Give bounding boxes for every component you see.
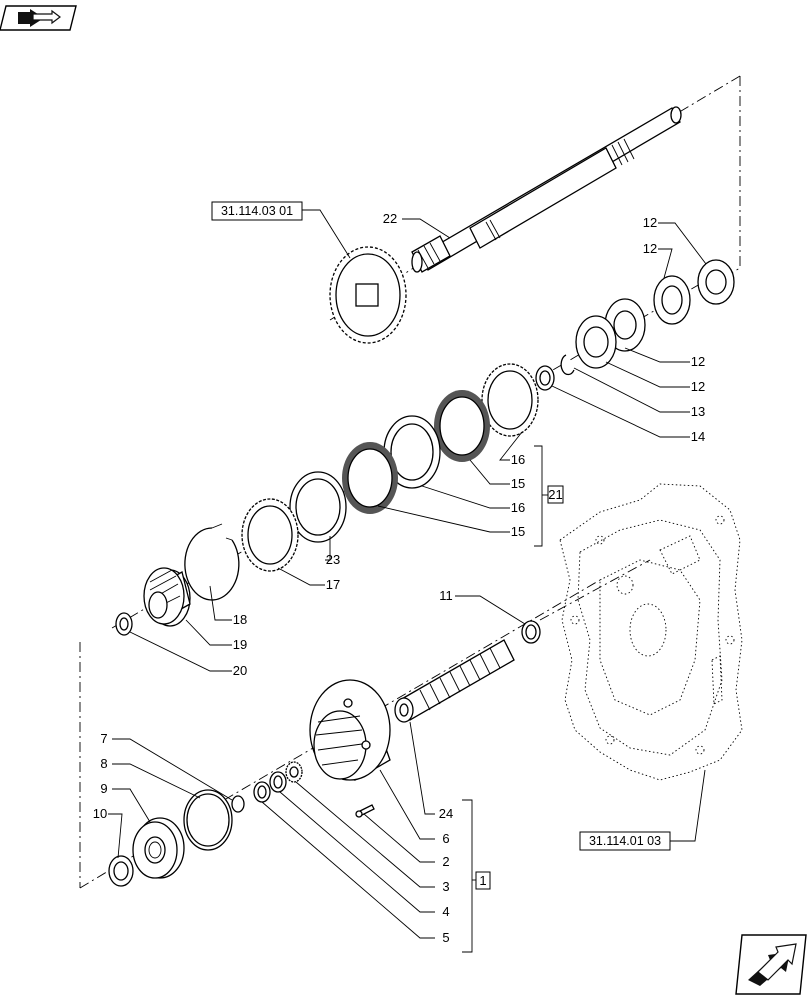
disc-16-b: [383, 415, 441, 489]
snap-ring-13: [560, 354, 575, 376]
disc-15-a: [434, 390, 490, 462]
callout-16-b: 16: [511, 500, 525, 515]
shaft-24: [394, 639, 515, 723]
callout-14: 14: [691, 429, 705, 444]
back-arrow-button[interactable]: [0, 5, 77, 31]
callout-10: 10: [93, 806, 107, 821]
callout-15-b: 15: [511, 524, 525, 539]
callout-8: 8: [100, 756, 107, 771]
ring-8: [183, 789, 233, 851]
callout-1-box[interactable]: 1: [475, 871, 491, 890]
callout-3: 3: [442, 879, 449, 894]
group-bracket-21: [534, 445, 548, 547]
gear-ref-top: [329, 246, 407, 344]
callout-19: 19: [233, 637, 247, 652]
callout-5: 5: [442, 930, 449, 945]
callout-2: 2: [442, 854, 449, 869]
snap-ring-7: [231, 795, 245, 813]
pin-2: [355, 804, 375, 818]
hub-19: [143, 567, 191, 627]
callout-12-b: 12: [643, 241, 657, 256]
next-arrow-icon: [748, 943, 797, 986]
next-arrow-button[interactable]: [735, 934, 807, 995]
drum-6: [309, 679, 391, 781]
ring-5: [253, 781, 271, 803]
washer-12-b: [653, 275, 691, 325]
disc-17: [241, 498, 299, 572]
callout-24: 24: [439, 806, 453, 821]
disc-15-b: [342, 442, 398, 514]
callout-labels: 22 12 12 12 12 13 14 16 15 16 15 23 17 1…: [93, 211, 705, 945]
callout-1: 1: [479, 873, 486, 888]
reference-housing-label: 31.114.01 03: [589, 834, 661, 848]
disc-16-a: [481, 363, 539, 437]
reference-housing-box[interactable]: 31.114.01 03: [579, 831, 671, 851]
callout-15-a: 15: [511, 476, 525, 491]
callout-12-a: 12: [643, 215, 657, 230]
ring-10: [108, 855, 134, 887]
ring-4: [269, 771, 287, 793]
leader-lines: [108, 209, 707, 939]
housing-ref: [559, 483, 743, 781]
washer-12-d: [575, 315, 617, 369]
callout-17: 17: [326, 577, 340, 592]
washer-12-a: [697, 259, 735, 305]
circlip-18: [184, 523, 240, 601]
callout-6: 6: [442, 831, 449, 846]
shaft-22: [411, 106, 682, 273]
reference-top-label: 31.114.03 01: [221, 204, 293, 218]
callout-20: 20: [233, 663, 247, 678]
callout-7: 7: [100, 731, 107, 746]
seal-9: [132, 817, 185, 879]
callout-12-d: 12: [691, 379, 705, 394]
callout-16-a: 16: [511, 452, 525, 467]
circlip-20: [115, 612, 133, 636]
ring-11: [521, 620, 541, 644]
callout-13: 13: [691, 404, 705, 419]
callout-21: 21: [548, 487, 562, 502]
reference-top-box[interactable]: 31.114.03 01: [211, 201, 303, 221]
callout-22: 22: [383, 211, 397, 226]
callout-12-c: 12: [691, 354, 705, 369]
ring-14: [535, 365, 555, 391]
bearing-3: [285, 761, 303, 783]
callout-23: 23: [326, 552, 340, 567]
callout-9: 9: [100, 781, 107, 796]
callout-21-box[interactable]: 21: [547, 485, 564, 504]
callout-11: 11: [439, 588, 453, 603]
ring-23: [289, 471, 347, 543]
callout-18: 18: [233, 612, 247, 627]
callout-4: 4: [442, 904, 449, 919]
back-arrow-icon: [18, 9, 61, 27]
